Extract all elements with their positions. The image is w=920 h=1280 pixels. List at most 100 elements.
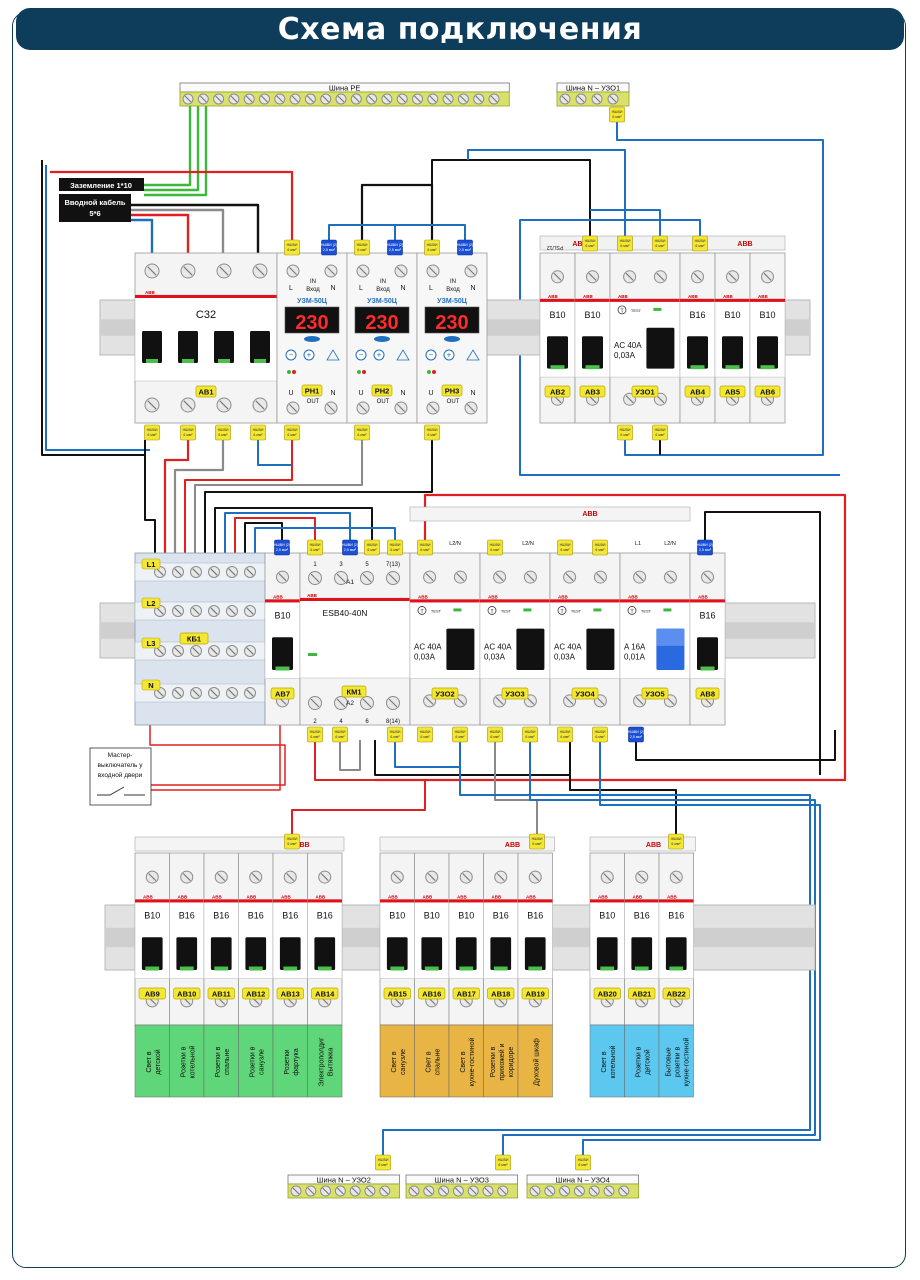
contactor-out [374, 740, 571, 776]
screw-slot [429, 404, 437, 412]
input-cable-spec: 5*6 [89, 209, 100, 218]
feed-wire [45, 165, 150, 451]
relay-terminal-label: N [330, 390, 335, 397]
wire-ferrule-tag: НШВИ (2)2,5 мм² [628, 726, 644, 743]
ferrule-text: 6 мм² [287, 433, 297, 437]
test-button [557, 606, 567, 615]
ferrule-body [697, 539, 713, 556]
device-tag [719, 385, 746, 398]
uzo1-neutral [616, 120, 824, 456]
status-led [357, 370, 361, 374]
ferrule-text: 6 мм² [420, 735, 430, 739]
contactor-feed [214, 507, 373, 553]
screw-slot [693, 272, 702, 281]
breaker-toggle [687, 336, 708, 369]
rcd-toggle-top [656, 628, 685, 646]
device-tag-label: АВ10 [177, 990, 196, 999]
rcd-sensitivity: 0,03A [484, 652, 506, 661]
breaker-rating: B16 [668, 910, 684, 920]
phase-tag [141, 679, 161, 691]
ferrule-body [575, 1154, 591, 1171]
abb-logo: ABB [143, 894, 153, 899]
ferrule-text: 6 мм² [420, 548, 430, 552]
screw-slot [199, 95, 207, 103]
ferrule-text: 6 мм² [498, 1163, 508, 1167]
bus-phase-label: L2/N [449, 541, 461, 547]
on-indicator [528, 966, 543, 971]
abb-stripe [483, 899, 518, 903]
ferrule-text: НШВИ [420, 543, 431, 547]
on-indicator [493, 966, 508, 971]
abb-logo: ABB [307, 593, 317, 598]
breaker-toggle [314, 937, 336, 970]
minus-button-label: − [429, 351, 434, 360]
test-button-label: T [620, 308, 623, 314]
minus-button-label: − [359, 351, 364, 360]
relay-model: УЗМ-50Ц [437, 298, 468, 305]
relay-display-value: 230 [295, 312, 328, 334]
breaker-toggle [214, 331, 234, 363]
ferrule-text: 6 мм² [560, 735, 570, 739]
ferrule-text: 6 мм² [367, 548, 377, 552]
ferrule-text: НШВИ [287, 243, 298, 247]
screw-slot [327, 267, 335, 275]
breaker-toggle [455, 937, 477, 970]
load-label-cell [134, 1024, 170, 1098]
abb-logo: ABB [492, 894, 502, 899]
abb-stripe [410, 599, 480, 603]
plus-button-label: + [447, 351, 452, 360]
phase-l1-wire [131, 213, 190, 253]
ferrule-text: НШВИ [620, 239, 631, 243]
phase-tag-label: L3 [147, 639, 156, 648]
ferrule-text: НШВИ [490, 730, 501, 734]
load-name: фартука [293, 1048, 300, 1075]
rcd-rating: AC 40A [614, 341, 642, 350]
ferrule-body [307, 726, 323, 743]
neutral-feed [590, 209, 661, 236]
screw-slot [210, 647, 218, 655]
abb-logo: ABB [646, 842, 661, 849]
on-indicator [669, 966, 684, 971]
abb-logo: ABB [758, 294, 768, 299]
relay-model: УЗМ-50Ц [367, 298, 398, 305]
breaker-rating: B16 [493, 910, 509, 920]
ferrule-text: НШВИ [367, 543, 378, 547]
screw-slot [255, 400, 265, 410]
device-tag-label: АВ14 [315, 990, 335, 999]
device-tag-label: АВ2 [550, 388, 565, 397]
screw-slot [398, 95, 406, 103]
load-label-cell [483, 1024, 519, 1098]
ferrule-text: 6 мм² [595, 735, 605, 739]
ferrule-text: 6 мм² [695, 244, 705, 248]
ferrule-body [354, 424, 370, 441]
test-button-label: T [420, 609, 423, 615]
relay-terminal-label: N [400, 390, 405, 397]
screw-slot [320, 873, 329, 882]
comb-bus-label: PSL/12 [547, 244, 564, 250]
screw-slot [565, 696, 574, 705]
device-tag [684, 385, 711, 398]
uzo5-out [635, 730, 836, 761]
on-indicator [218, 359, 230, 363]
contactor-feed [244, 522, 283, 553]
ferrule-text: НШВИ [378, 1158, 389, 1162]
device-tag [521, 987, 549, 1000]
rcd-sensitivity: 0,03A [614, 351, 636, 360]
screw-slot [666, 696, 675, 705]
minus-button [425, 349, 437, 361]
relay-display-value: 230 [435, 312, 468, 334]
device-tag [487, 987, 515, 1000]
relay-vhod-label: Вход [446, 287, 460, 293]
rcd-toggle [446, 628, 475, 670]
on-indicator [634, 966, 649, 971]
load-name: Духовой шкаф [532, 1038, 540, 1086]
screw-slot [635, 696, 644, 705]
abb-logo: ABB [618, 294, 628, 299]
ferrule-text: 6 мм² [378, 1163, 388, 1167]
relay-terminal-label: L [429, 285, 433, 292]
